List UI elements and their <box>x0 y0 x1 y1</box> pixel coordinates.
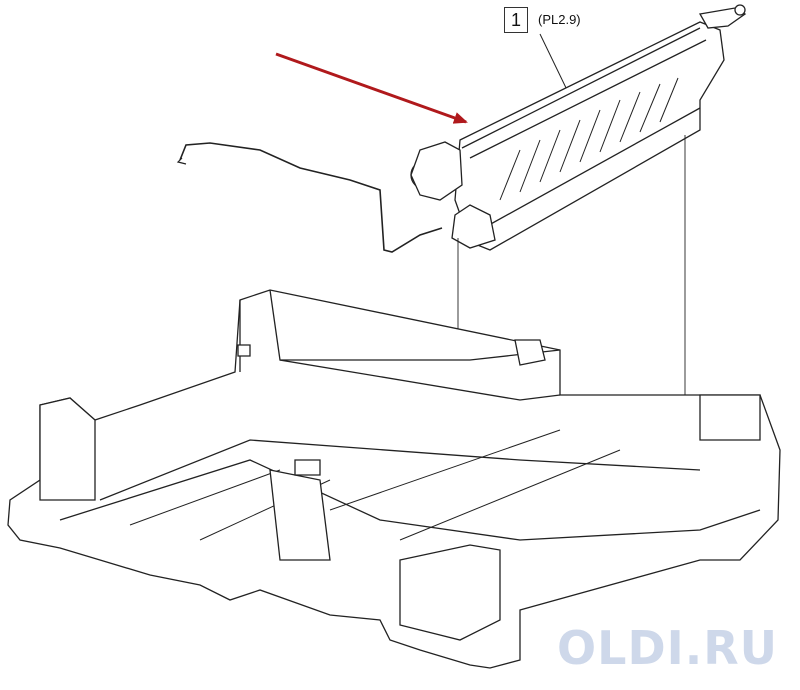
callout-leader-line <box>539 33 569 93</box>
callout-reference-label: (PL2.9) <box>538 12 581 27</box>
fuser-assembly <box>410 4 747 251</box>
watermark-logo: OLDI.RU <box>557 621 778 675</box>
callout-number-box: 1 <box>504 7 528 33</box>
cable-harness <box>179 142 443 253</box>
indicator-arrow <box>275 52 468 124</box>
printer-base-frame <box>7 289 781 669</box>
